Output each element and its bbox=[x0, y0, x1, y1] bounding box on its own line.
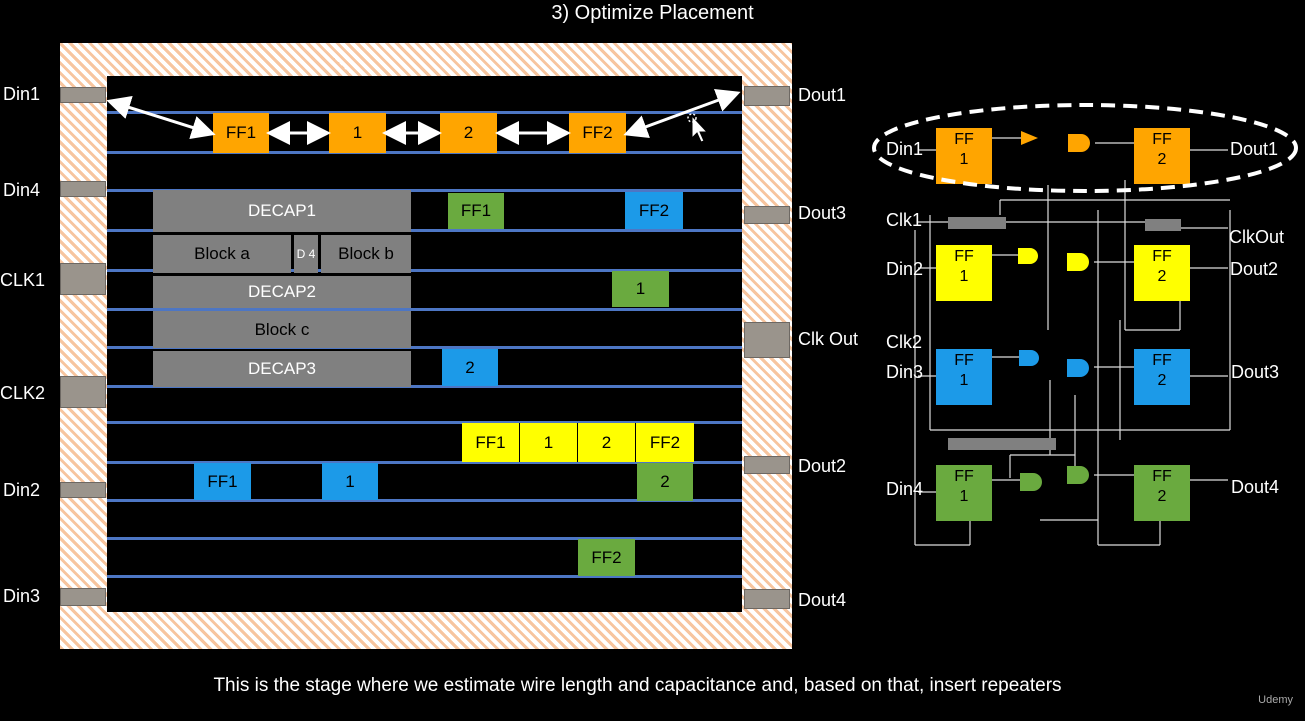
io-pad bbox=[60, 87, 106, 103]
orange-gate2-cell: 2 bbox=[440, 113, 497, 153]
blue-gate2-cell: 2 bbox=[442, 349, 498, 386]
io-pad bbox=[60, 588, 106, 606]
green-ff1-cell: FF1 bbox=[448, 193, 504, 229]
decap2-block: DECAP2 bbox=[153, 276, 411, 308]
sch-input-din3: Din3 bbox=[886, 362, 924, 382]
placement-row bbox=[107, 269, 742, 272]
io-pad bbox=[744, 589, 790, 609]
blue-gate1-cell: 1 bbox=[322, 463, 378, 500]
placement-row bbox=[107, 346, 742, 349]
green-gate1-cell: 1 bbox=[612, 271, 669, 307]
io-pad bbox=[60, 482, 106, 498]
blue-ff1-cell: FF1 bbox=[194, 463, 251, 500]
placement-row bbox=[107, 499, 742, 502]
pin-label-din1: Din1 bbox=[3, 84, 41, 104]
placement-row bbox=[107, 189, 742, 192]
io-pad bbox=[60, 263, 106, 295]
sch-input-din2: Din2 bbox=[886, 259, 924, 279]
sch-input-din1: Din1 bbox=[886, 139, 924, 159]
and-gate-icon bbox=[1019, 350, 1039, 366]
io-pad bbox=[744, 206, 790, 224]
io-pad bbox=[744, 322, 790, 358]
pin-label-clk1: CLK1 bbox=[0, 270, 46, 290]
pin-label-din2: Din2 bbox=[3, 480, 41, 500]
block-b: Block b bbox=[321, 235, 411, 273]
pin-label-dout2: Dout2 bbox=[798, 456, 847, 476]
sch-output-dout4: Dout4 bbox=[1231, 477, 1280, 497]
green-ff2-cell: FF2 bbox=[578, 539, 635, 576]
sch-input-clk2: Clk2 bbox=[886, 332, 923, 352]
placement-row bbox=[107, 229, 742, 232]
pin-label-din4: Din4 bbox=[3, 180, 41, 200]
clock-buffer bbox=[1145, 219, 1181, 231]
mouse-cursor-icon bbox=[687, 113, 709, 143]
pin-label-din3: Din3 bbox=[3, 586, 41, 606]
green-gate2-cell: 2 bbox=[637, 463, 693, 501]
and-gate-icon bbox=[1018, 248, 1038, 264]
d4-block: D 4 bbox=[294, 235, 318, 273]
sch-output-dout3: Dout3 bbox=[1231, 362, 1280, 382]
io-pad bbox=[60, 181, 106, 197]
clock-buffer bbox=[948, 438, 1056, 450]
slide-caption: This is the stage where we estimate wire… bbox=[213, 675, 1062, 696]
pin-label-dout4: Dout4 bbox=[798, 590, 847, 610]
placement-row bbox=[107, 421, 742, 424]
orange-ff1-cell: FF1 bbox=[213, 113, 269, 153]
block-a: Block a bbox=[153, 235, 291, 273]
placement-row bbox=[107, 111, 742, 114]
yellow-gate2-cell: 2 bbox=[578, 423, 636, 462]
placement-row bbox=[107, 308, 742, 311]
and-gate-icon bbox=[1067, 359, 1089, 377]
and-gate-icon bbox=[1067, 253, 1089, 271]
sch-output-dout2: Dout2 bbox=[1230, 259, 1279, 279]
slide-title: 3) Optimize Placement bbox=[551, 2, 754, 24]
orange-ff2-cell: FF2 bbox=[569, 113, 626, 153]
placement-row bbox=[107, 575, 742, 578]
sch-output-dout1: Dout1 bbox=[1230, 139, 1279, 159]
highlight-ellipse bbox=[872, 103, 1298, 193]
pin-label-dout3: Dout3 bbox=[798, 203, 847, 223]
sch-input-din4: Din4 bbox=[886, 479, 924, 499]
orange-gate1-cell: 1 bbox=[329, 113, 386, 153]
blue-ff2-cell: FF2 bbox=[625, 192, 683, 229]
decap3-block: DECAP3 bbox=[153, 351, 411, 387]
placement-row bbox=[107, 151, 742, 154]
yellow-ff2-cell: FF2 bbox=[636, 423, 694, 462]
pin-label-clk2: CLK2 bbox=[0, 383, 46, 403]
sch-output-clkout: ClkOut bbox=[1229, 227, 1285, 247]
pin-label-clkout: Clk Out bbox=[798, 329, 859, 349]
buffer-gate-icon bbox=[1021, 131, 1038, 145]
yellow-gate1-cell: 1 bbox=[520, 423, 578, 462]
and-gate-icon bbox=[1020, 473, 1042, 491]
placement-row bbox=[107, 537, 742, 540]
io-pad bbox=[744, 86, 790, 106]
clock-buffer bbox=[948, 217, 1006, 229]
placement-row bbox=[107, 461, 742, 464]
yellow-ff1-cell: FF1 bbox=[462, 423, 520, 462]
io-pad bbox=[744, 456, 790, 474]
io-pad bbox=[60, 376, 106, 408]
schematic-wires bbox=[914, 137, 1231, 546]
udemy-watermark: Udemy bbox=[1258, 694, 1293, 706]
block-c: Block c bbox=[153, 311, 411, 348]
and-gate-icon bbox=[1068, 134, 1090, 152]
wire-length-arrows bbox=[107, 88, 741, 145]
pin-label-dout1: Dout1 bbox=[798, 85, 847, 105]
placement-row bbox=[107, 385, 742, 388]
and-gate-icon bbox=[1067, 466, 1089, 484]
decap1-block: DECAP1 bbox=[153, 190, 411, 232]
sch-input-clk1: Clk1 bbox=[886, 210, 923, 230]
